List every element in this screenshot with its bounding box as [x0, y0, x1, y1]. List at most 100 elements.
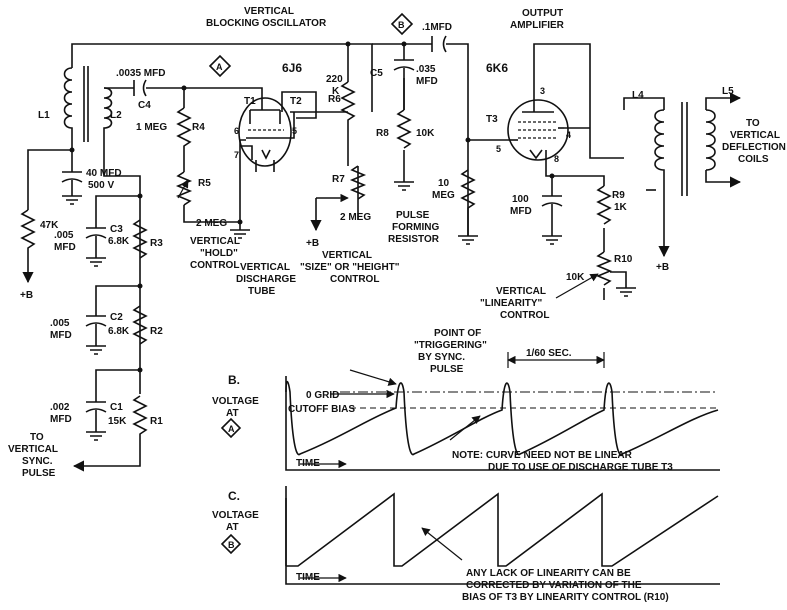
label-coils-2: VERTICAL	[730, 130, 780, 141]
label-c2-k: 6.8K	[108, 326, 130, 337]
graph-c-voltage-at-b	[285, 486, 720, 585]
label-disc-2: DISCHARGE	[236, 274, 296, 285]
label-lin-note-3: BIAS OF T3 BY LINEARITY CONTROL (R10)	[462, 592, 669, 603]
capacitor-c2	[85, 285, 140, 355]
label-out-2: AMPLIFIER	[510, 20, 565, 31]
label-plus-b-1: +B	[20, 290, 33, 301]
capacitor-01mfd	[431, 35, 447, 53]
resistor-47k	[20, 209, 36, 284]
tube-6k6	[507, 98, 569, 161]
ground-r5	[230, 222, 250, 239]
label-r7: R7	[332, 174, 345, 185]
label-trig-3: BY SYNC.	[418, 352, 465, 363]
label-r8-val: 10K	[416, 128, 435, 139]
label-r10: R10	[614, 254, 633, 265]
label-out-1: OUTPUT	[522, 8, 563, 19]
potentiometer-r5	[175, 171, 193, 206]
graph-labels: B. VOLTAGE AT A C. VOLTAGE AT B POINT OF…	[212, 328, 673, 603]
label-graph-b-at: AT	[226, 408, 239, 419]
label-10meg-1: 10	[438, 178, 450, 189]
label-r10-val: 10K	[566, 272, 585, 283]
label-c5-val-1: .035	[416, 64, 436, 75]
label-pin4: 4	[566, 130, 571, 140]
label-r4-val: 1 MEG	[136, 122, 167, 133]
label-trig-2: "TRIGGERING"	[414, 340, 487, 351]
label-cutoff: CUTOFF BIAS	[288, 404, 355, 415]
label-period: 1/60 SEC.	[526, 348, 572, 359]
wiring	[27, 43, 665, 394]
graph-b-voltage-at-a	[285, 352, 720, 471]
label-r6-val-2: K	[332, 86, 340, 97]
label-c1-val-2: MFD	[50, 414, 72, 425]
label-47k: 47K	[40, 220, 59, 231]
label-r7-val: 2 MEG	[340, 212, 371, 223]
label-c1-val-1: .002	[50, 402, 70, 413]
capacitor-100mfd	[541, 195, 563, 245]
label-r6: R6	[328, 94, 341, 105]
label-c100-2: MFD	[510, 206, 532, 217]
label-coils-4: COILS	[738, 154, 769, 165]
label-l2: L2	[110, 110, 122, 121]
junction-dots	[69, 41, 555, 373]
label-lin-note-1: ANY LACK OF LINEARITY CAN BE	[466, 568, 631, 579]
label-coils-3: DEFLECTION	[722, 142, 786, 153]
label-r9-val: 1K	[614, 202, 628, 213]
label-plus-b-2: +B	[306, 238, 319, 249]
label-note-1: NOTE: CURVE NEED NOT BE LINEAR	[452, 450, 633, 461]
label-size-3: CONTROL	[330, 274, 379, 285]
capacitor-c4	[133, 79, 147, 97]
coil-l2	[103, 87, 113, 140]
label-r4: R4	[192, 122, 205, 133]
label-graph-c-point: B	[228, 540, 235, 550]
resistor-r9	[596, 185, 612, 225]
label-01mfd: .1MFD	[422, 22, 452, 33]
label-lin-1: VERTICAL	[496, 286, 546, 297]
label-r9: R9	[612, 190, 625, 201]
label-10meg-2: MEG	[432, 190, 455, 201]
label-r2: R2	[150, 326, 163, 337]
label-pin5b: 5	[496, 144, 501, 154]
label-c4: C4	[138, 100, 151, 111]
transformer-l4-l5	[654, 92, 742, 196]
resistor-r1	[72, 395, 148, 472]
label-note-2: DUE TO USE OF DISCHARGE TUBE T3	[488, 462, 673, 473]
label-l4: L4	[632, 90, 644, 101]
label-pin8: 8	[554, 154, 559, 164]
label-vbo-2: BLOCKING OSCILLATOR	[206, 18, 327, 29]
graph-b-point-box	[220, 417, 242, 439]
schematic-labels: VERTICAL BLOCKING OSCILLATOR OUTPUT AMPL…	[8, 6, 786, 479]
label-c3-k: 6.8K	[108, 236, 130, 247]
label-point-a: A	[216, 62, 223, 72]
label-c2-val-2: MFD	[50, 330, 72, 341]
label-plus-b-3: +B	[656, 262, 669, 273]
label-t1: T1	[244, 96, 256, 107]
capacitor-40mfd	[61, 171, 83, 205]
label-trig-4: PULSE	[430, 364, 464, 375]
label-cap40-1: 40 MFD	[86, 168, 122, 179]
label-cap40-2: 500 V	[88, 180, 114, 191]
label-zero-grid: 0 GRID	[306, 390, 339, 401]
label-r8: R8	[376, 128, 389, 139]
label-time-b: TIME	[296, 458, 320, 469]
label-coils-1: TO	[746, 118, 760, 129]
label-hold-3: CONTROL	[190, 260, 239, 271]
label-point-b: B	[398, 20, 405, 30]
label-r5-val: 2 MEG	[196, 218, 227, 229]
resistor-r3	[132, 219, 148, 259]
resistor-r6	[340, 81, 356, 132]
label-hold-1: VERTICAL	[190, 236, 240, 247]
label-tube-6j6: 6J6	[282, 61, 302, 75]
resistor-r2	[132, 305, 148, 345]
label-c1-k: 15K	[108, 416, 127, 427]
label-trig-1: POINT OF	[434, 328, 481, 339]
label-vbo-1: VERTICAL	[244, 6, 294, 17]
label-c4-val: .0035 MFD	[116, 68, 165, 79]
label-tube-6k6: 6K6	[486, 61, 508, 75]
test-point-a	[208, 54, 232, 78]
label-c5: C5	[370, 68, 383, 79]
label-pin7: 7	[234, 150, 239, 160]
label-t3: T3	[486, 114, 498, 125]
label-time-c: TIME	[296, 572, 320, 583]
label-r3: R3	[150, 238, 163, 249]
